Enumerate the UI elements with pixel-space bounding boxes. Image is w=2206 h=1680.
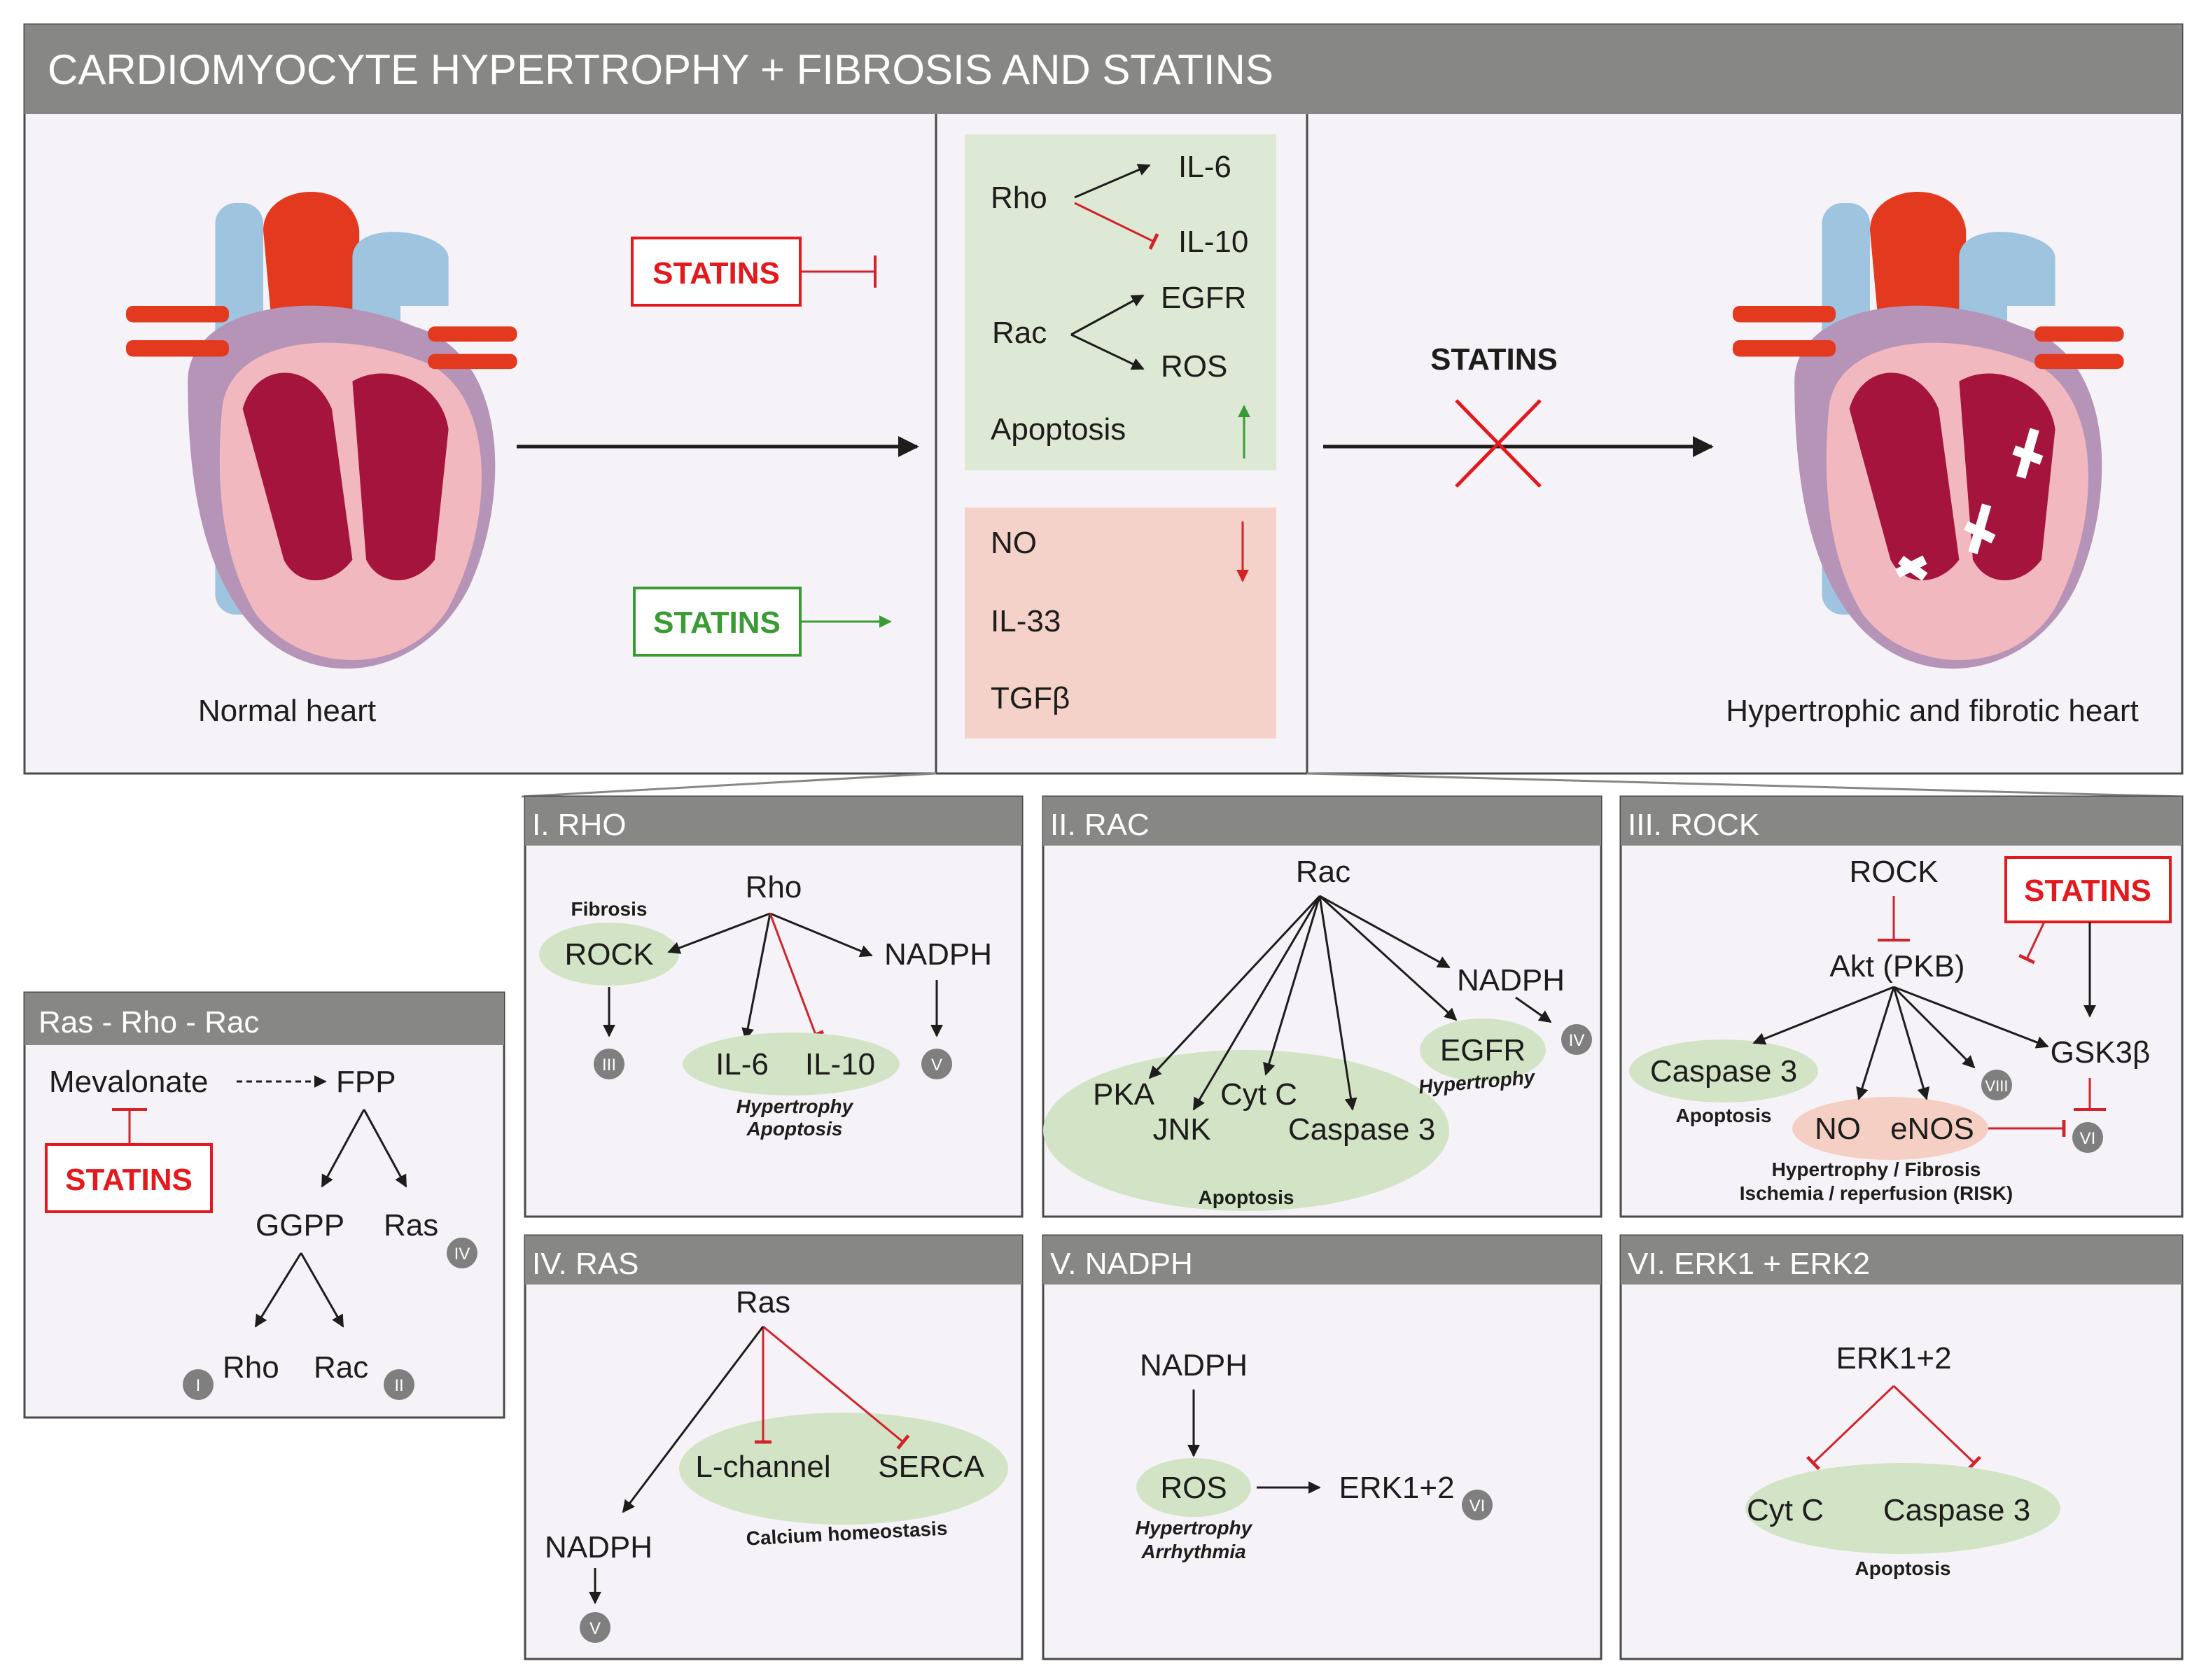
fpp-label: FPP <box>336 1065 396 1099</box>
rac-badge-iv: IV <box>1569 1031 1585 1050</box>
ras-rho-rac-title: Ras - Rho - Rac <box>39 1005 259 1040</box>
red-tgfb: TGFβ <box>991 681 1070 715</box>
rho-panel: I. RHO Rho Fibrosis ROCK NADPH III V IL-… <box>524 795 1024 1218</box>
rho-badge-iii: III <box>602 1056 616 1074</box>
downregulated-box <box>965 507 1276 738</box>
nadph-node: NADPH <box>1140 1348 1248 1382</box>
mevalonate-label: Mevalonate <box>49 1065 208 1099</box>
rho-badge: I <box>196 1376 201 1395</box>
rac-node: Rac <box>1296 855 1350 889</box>
ras-lchannel: L-channel <box>695 1450 830 1484</box>
fibrotic-heart-illustration <box>1733 192 2124 669</box>
ras-rho-rac-panel: Ras - Rho - Rac Mevalonate FPP STATINS G… <box>23 991 505 1419</box>
ras-panel-title: IV. RAS <box>532 1247 638 1281</box>
green-ros: ROS <box>1161 349 1227 384</box>
rock-gsk: GSK3β <box>2051 1035 2151 1070</box>
rho-panel-title: I. RHO <box>532 808 626 842</box>
rac-badge: II <box>394 1376 403 1395</box>
rock-no: NO <box>1815 1112 1861 1146</box>
rho-rock: ROCK <box>564 937 653 972</box>
ras-statins-label: STATINS <box>65 1163 193 1197</box>
green-rac: Rac <box>992 316 1047 350</box>
rac-label: Rac <box>314 1350 368 1385</box>
rho-hypertrophy: Hypertrophy <box>737 1096 854 1117</box>
fibrotic-heart-label: Hypertrophic and fibrotic heart <box>1726 694 2138 728</box>
rac-jnk: JNK <box>1152 1112 1210 1147</box>
nadph-badge-vi: VI <box>1469 1497 1486 1516</box>
rho-apoptosis: Apoptosis <box>746 1118 843 1140</box>
rac-apoptosis: Apoptosis <box>1199 1186 1294 1208</box>
ras-badge: IV <box>454 1245 470 1264</box>
nadph-hypertrophy: Hypertrophy <box>1136 1517 1253 1539</box>
red-no: NO <box>991 526 1037 560</box>
rac-cytc: Cyt C <box>1220 1077 1297 1112</box>
nadph-arrhythmia: Arrhythmia <box>1140 1541 1245 1562</box>
erk-caspase3: Caspase 3 <box>1883 1493 2030 1527</box>
nadph-panel-title: V. NADPH <box>1050 1247 1193 1281</box>
rock-apoptosis: Apoptosis <box>1676 1105 1772 1126</box>
rac-panel: II. RAC Rac NADPH EGFR Hypertrophy PKA C… <box>1042 795 1603 1218</box>
rock-caspase3: Caspase 3 <box>1650 1054 1797 1088</box>
rock-statins-label: STATINS <box>2024 874 2151 908</box>
nadph-erk: ERK1+2 <box>1339 1471 1454 1505</box>
rho-nadph: NADPH <box>884 937 992 972</box>
normal-heart-label: Normal heart <box>198 694 376 728</box>
statins-inhibit-label: STATINS <box>652 256 780 290</box>
rho-label: Rho <box>223 1350 279 1385</box>
rho-il6: IL-6 <box>715 1047 769 1082</box>
rac-nadph: NADPH <box>1457 963 1565 997</box>
erk-panel: VI. ERK1 + ERK2 ERK1+2 Cyt C Caspase 3 A… <box>1619 1234 2184 1660</box>
ggpp-label: GGPP <box>256 1208 344 1242</box>
rac-egfr: EGFR <box>1440 1033 1526 1068</box>
rock-line1: Hypertrophy / Fibrosis <box>1772 1158 1981 1180</box>
statins-activate-label: STATINS <box>653 606 781 640</box>
statins-center-label: STATINS <box>1430 342 1558 377</box>
page-title: CARDIOMYOCYTE HYPERTROPHY + FIBROSIS AND… <box>48 46 1273 93</box>
upregulated-box <box>965 134 1276 470</box>
nadph-panel: V. NADPH NADPH ROS ERK1+2 VI Hypertrophy… <box>1042 1234 1603 1660</box>
rac-caspase3: Caspase 3 <box>1288 1112 1435 1147</box>
nadph-ros: ROS <box>1160 1471 1227 1505</box>
green-apoptosis: Apoptosis <box>991 412 1126 447</box>
red-il33: IL-33 <box>991 604 1061 638</box>
rock-panel-title: III. ROCK <box>1628 808 1759 842</box>
rock-enos: eNOS <box>1890 1112 1974 1146</box>
rho-fibrosis: Fibrosis <box>571 898 648 920</box>
rac-pka: PKA <box>1093 1077 1155 1112</box>
green-egfr: EGFR <box>1161 281 1246 315</box>
rho-node: Rho <box>746 870 802 904</box>
green-il10: IL-10 <box>1178 225 1248 259</box>
rac-panel-title: II. RAC <box>1050 808 1150 842</box>
ras-nadph: NADPH <box>545 1530 652 1564</box>
rock-akt: Akt (PKB) <box>1829 949 1964 983</box>
rock-panel: III. ROCK ROCK STATINS Akt (PKB) GSK3β V… <box>1619 795 2184 1218</box>
erk-node: ERK1+2 <box>1836 1341 1951 1376</box>
green-il6: IL-6 <box>1178 150 1231 184</box>
rho-il10: IL-10 <box>805 1047 875 1082</box>
erk-apoptosis: Apoptosis <box>1855 1558 1951 1579</box>
rock-badge-vi: VI <box>2080 1129 2096 1148</box>
rock-node: ROCK <box>1849 855 1938 889</box>
ras-badge-v: V <box>589 1619 601 1638</box>
ras-label: Ras <box>384 1208 438 1242</box>
rock-line2: Ischemia / reperfusion (RISK) <box>1740 1182 2013 1204</box>
ras-panel: IV. RAS Ras L-channel SERCA Calcium home… <box>524 1234 1024 1660</box>
green-rho: Rho <box>991 181 1047 215</box>
rock-badge-viii: VIII <box>1985 1077 2008 1095</box>
ras-node: Ras <box>736 1285 790 1320</box>
ras-serca: SERCA <box>878 1450 984 1484</box>
top-panel: CARDIOMYOCYTE HYPERTROPHY + FIBROSIS AND… <box>23 23 2184 798</box>
erk-panel-title: VI. ERK1 + ERK2 <box>1628 1247 1870 1281</box>
rho-badge-v: V <box>931 1056 942 1074</box>
erk-cytc: Cyt C <box>1747 1493 1824 1527</box>
